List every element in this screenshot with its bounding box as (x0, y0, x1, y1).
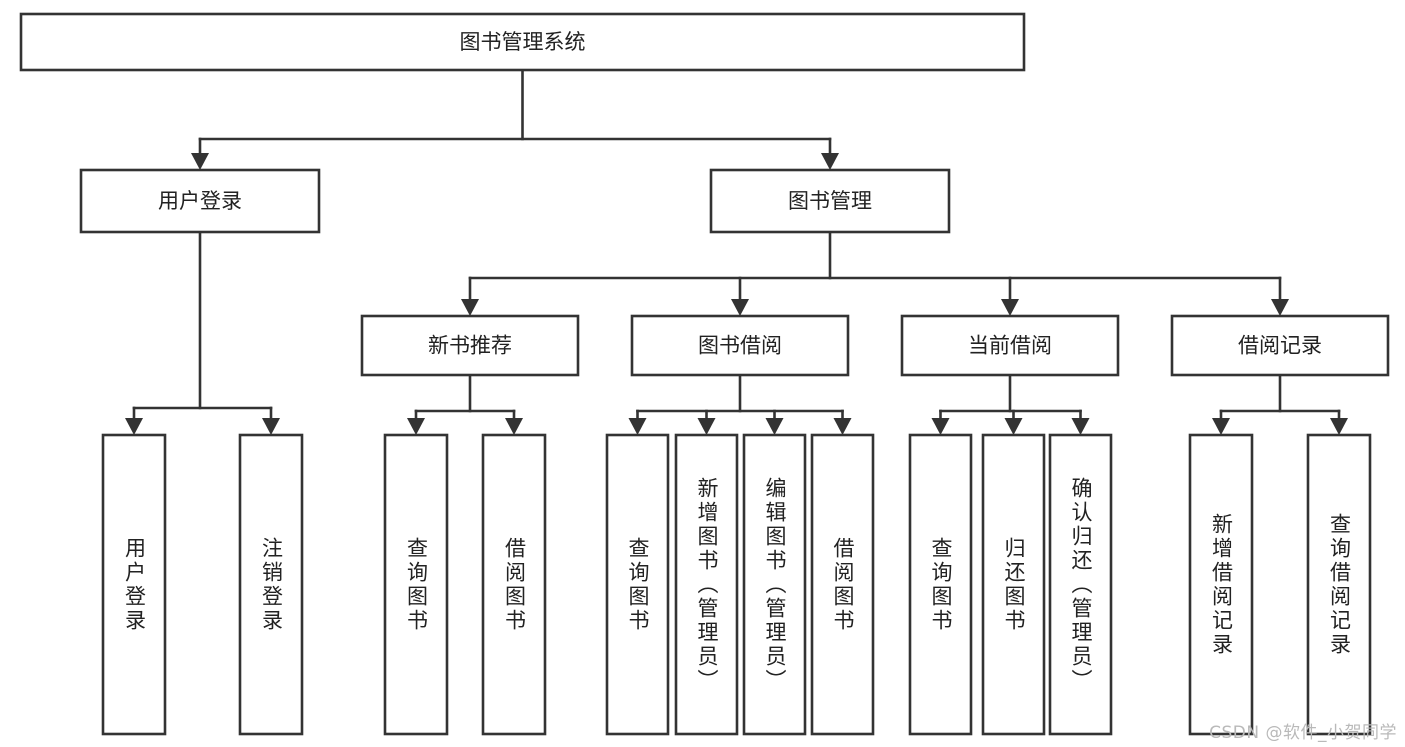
level2-box[interactable] (360, 314, 580, 377)
level1-node[interactable]: 用户登录 (79, 168, 321, 234)
arrow-head-icon (1212, 418, 1230, 435)
arrow-head-icon (1001, 299, 1019, 316)
leaf-node[interactable] (238, 433, 304, 736)
arrow-head-icon (821, 153, 839, 170)
leaf-box[interactable] (810, 433, 875, 736)
arrow-head-icon (262, 418, 280, 435)
root-box[interactable] (19, 12, 1026, 72)
leaf-box[interactable] (742, 433, 807, 736)
level2-node[interactable]: 图书借阅 (630, 314, 850, 377)
level1-box[interactable] (79, 168, 321, 234)
leaf-node[interactable] (1048, 433, 1113, 736)
root-node[interactable]: 图书管理系统 (19, 12, 1026, 72)
level1-label: 图书管理 (788, 189, 872, 213)
arrow-head-icon (1071, 418, 1090, 435)
leaf-box[interactable] (383, 433, 449, 736)
arrow-head-icon (505, 418, 523, 435)
leaf-node[interactable] (908, 433, 973, 736)
leaf-node[interactable] (1306, 433, 1372, 736)
arrow-head-icon (628, 418, 647, 435)
leaf-box[interactable] (605, 433, 670, 736)
leaf-node[interactable] (810, 433, 875, 736)
watermark-text: CSDN @软件_小贺同学 (1209, 723, 1397, 743)
level1-label: 用户登录 (158, 189, 242, 213)
leaf-box[interactable] (1048, 433, 1113, 736)
leaf-node[interactable] (1188, 433, 1254, 736)
leaf-box[interactable] (1306, 433, 1372, 736)
level2-node[interactable]: 借阅记录 (1170, 314, 1390, 377)
arrow-head-icon (1271, 299, 1289, 316)
leaf-node[interactable] (674, 433, 739, 736)
edge-group (125, 68, 1348, 435)
leaf-node[interactable] (383, 433, 449, 736)
arrow-head-icon (191, 153, 209, 170)
level2-label: 图书借阅 (698, 334, 782, 358)
level1-node[interactable]: 图书管理 (709, 168, 951, 234)
level2-box[interactable] (1170, 314, 1390, 377)
arrow-head-icon (731, 299, 749, 316)
level2-box[interactable] (900, 314, 1120, 377)
arrow-head-icon (931, 418, 950, 435)
leaf-box[interactable] (674, 433, 739, 736)
leaf-box[interactable] (1188, 433, 1254, 736)
arrow-head-icon (697, 418, 716, 435)
level2-node[interactable]: 当前借阅 (900, 314, 1120, 377)
arrow-head-icon (833, 418, 852, 435)
root-label: 图书管理系统 (460, 30, 586, 54)
leaf-box[interactable] (981, 433, 1046, 736)
arrow-head-icon (125, 418, 143, 435)
leaf-node[interactable] (101, 433, 167, 736)
leaf-box[interactable] (908, 433, 973, 736)
arrow-head-icon (461, 299, 479, 316)
arrow-head-icon (1330, 418, 1348, 435)
leaf-box[interactable] (101, 433, 167, 736)
arrow-head-icon (765, 418, 784, 435)
level1-box[interactable] (709, 168, 951, 234)
arrow-head-icon (1004, 418, 1023, 435)
level2-box[interactable] (630, 314, 850, 377)
leaf-box[interactable] (481, 433, 547, 736)
leaf-node[interactable] (605, 433, 670, 736)
leaf-node[interactable] (742, 433, 807, 736)
level2-label: 新书推荐 (428, 334, 512, 358)
leaf-node[interactable] (981, 433, 1046, 736)
leaf-node[interactable] (481, 433, 547, 736)
leaf-box[interactable] (238, 433, 304, 736)
arrow-head-icon (407, 418, 425, 435)
level2-label: 借阅记录 (1238, 334, 1322, 358)
level2-node[interactable]: 新书推荐 (360, 314, 580, 377)
level2-label: 当前借阅 (968, 334, 1052, 358)
